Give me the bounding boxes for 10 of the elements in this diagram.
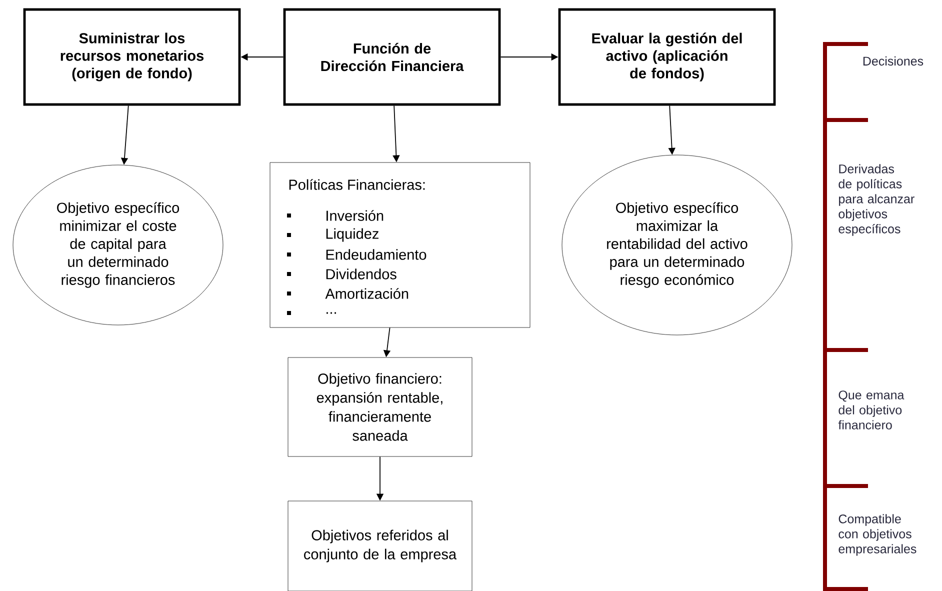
process-box: Suministrar los recursos monetarios (origen de fondo) [23,8,241,106]
policy-list-box: Políticas Financieras: Inversión Liquidez Endeudamiento Dividendos Amortización ... [270,162,530,328]
bracket-label: Decisiones [863,56,924,66]
objective-box: Objetivo financiero: expansión rentable, financieramente saneada [288,357,472,457]
bracket-label: Derivadas de políticas para alcanzar objetivos específicos [838,164,914,236]
process-box: Evaluar la gestión del activo (aplicación de fondos) [558,8,776,106]
process-box: Función de Dirección Financiera [283,8,501,106]
bracket-label: Compatible con objetivos empresariales [838,514,916,556]
objective-box: Objetivos referidos al conjunto de la empresa [288,500,472,591]
bracket-label: Que emana del objetivo financiero [838,390,904,430]
